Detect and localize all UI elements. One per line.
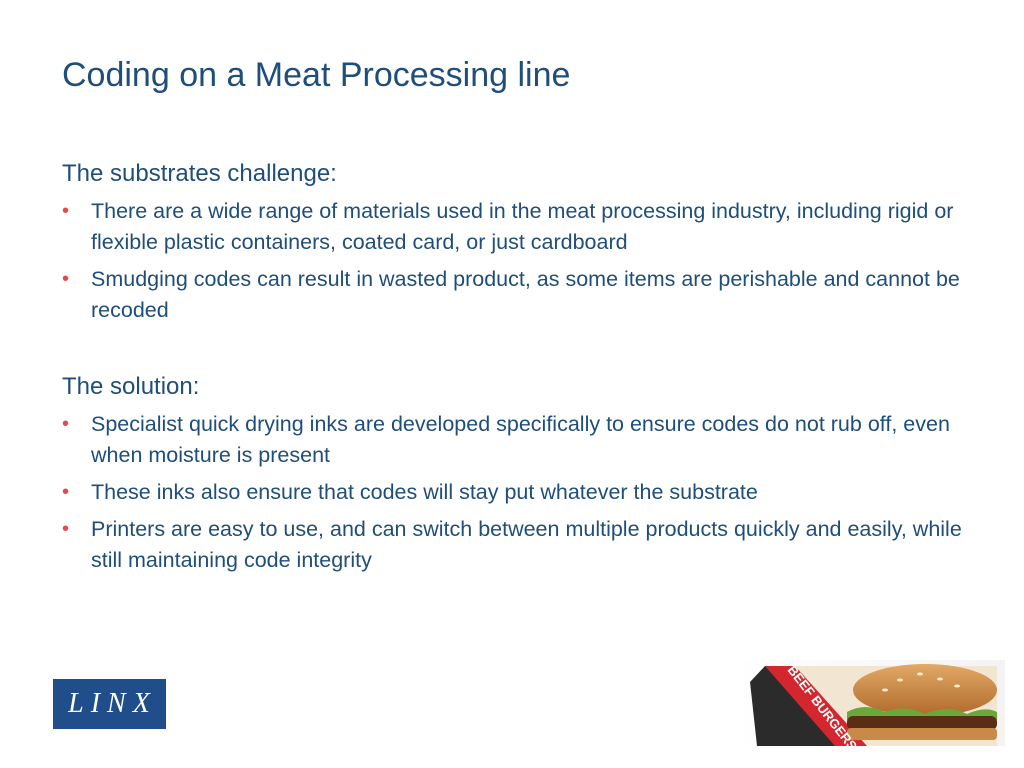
list-item: • Smudging codes can result in wasted pr…	[62, 264, 982, 326]
bullet-icon: •	[62, 413, 70, 435]
list-item: • Printers are easy to use, and can swit…	[62, 514, 982, 576]
bullet-text: Printers are easy to use, and can switch…	[91, 517, 962, 572]
bullet-icon: •	[62, 200, 70, 222]
bullet-text: Specialist quick drying inks are develop…	[91, 412, 950, 467]
burger-box-photo-icon: BEEF BURGERS	[735, 660, 1005, 746]
bullet-icon: •	[62, 481, 70, 503]
bullet-text: There are a wide range of materials used…	[91, 199, 954, 254]
bullet-text: These inks also ensure that codes will s…	[91, 480, 758, 504]
bullet-icon: •	[62, 268, 70, 290]
section-heading: The solution:	[62, 373, 200, 400]
bullet-list: • There are a wide range of materials us…	[62, 196, 982, 326]
section-substrates-challenge: The substrates challenge: • There are a …	[62, 158, 982, 332]
logo-text: LINX	[68, 688, 157, 719]
linx-logo: LINX	[53, 679, 166, 729]
section-heading: The substrates challenge:	[62, 160, 337, 187]
bullet-icon: •	[62, 518, 70, 540]
bullet-list: • Specialist quick drying inks are devel…	[62, 409, 982, 576]
section-solution: The solution: • Specialist quick drying …	[62, 371, 982, 582]
burger-box-image: BEEF BURGERS	[735, 660, 1005, 746]
bullet-text: Smudging codes can result in wasted prod…	[91, 267, 960, 322]
slide-title: Coding on a Meat Processing line	[62, 56, 571, 94]
list-item: • These inks also ensure that codes will…	[62, 477, 982, 508]
list-item: • Specialist quick drying inks are devel…	[62, 409, 982, 471]
list-item: • There are a wide range of materials us…	[62, 196, 982, 258]
